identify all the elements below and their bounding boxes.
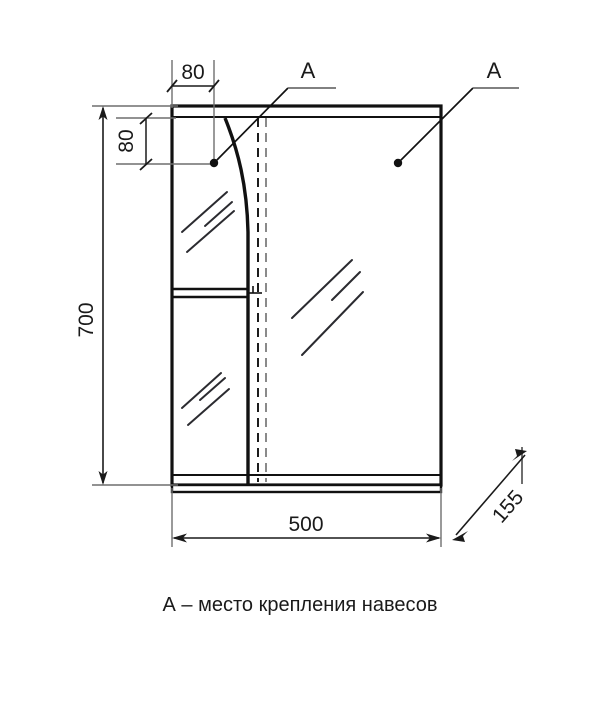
callout-a-right: А — [393, 58, 519, 168]
reflection-left-upper-1 — [181, 191, 228, 233]
reflection-left-lower-3 — [187, 388, 230, 426]
cabinet-outline — [170, 104, 443, 487]
dimension-mount-offset-x: 80 — [166, 60, 220, 164]
base-plinth — [170, 483, 443, 494]
callout-right-leader-line — [397, 87, 474, 164]
dimension-label-offsetx-80: 80 — [181, 61, 204, 84]
dimension-label-500: 500 — [288, 513, 323, 536]
drawing-caption: А – место крепления навесов — [163, 594, 438, 616]
reflection-right-3 — [301, 291, 364, 356]
callout-a-left: А — [209, 58, 336, 168]
callout-left-leader-line — [213, 87, 289, 164]
curved-door-edge — [223, 117, 250, 485]
tick-offsetx-left — [166, 79, 178, 93]
tick-offsetx-right — [208, 79, 220, 93]
arrowhead-depth-upper — [512, 449, 527, 461]
arrowhead-height-bottom — [98, 471, 108, 485]
dimension-width-500: 500 — [171, 488, 442, 547]
tick-offsety-top — [139, 112, 153, 125]
tick-offsety-bottom — [139, 158, 153, 171]
dimension-mount-offset-y: 80 — [115, 112, 216, 171]
callout-left-label: А — [301, 58, 316, 83]
internal-shelf — [173, 286, 262, 299]
callout-right-label: А — [487, 58, 502, 83]
reflection-left-upper-2 — [204, 201, 233, 227]
dimension-height-700: 700 — [75, 105, 178, 486]
reflection-right-2 — [331, 271, 361, 301]
reflection-left-lower-1 — [181, 372, 222, 409]
door-curve-profile — [223, 117, 250, 485]
dimension-label-700: 700 — [75, 302, 98, 337]
reflection-left-upper-3 — [186, 210, 235, 253]
dimension-label-offsety-80: 80 — [115, 129, 138, 152]
hidden-edges-group — [257, 118, 267, 482]
reflection-left-lower-2 — [199, 377, 226, 401]
arrowhead-width-left — [172, 533, 187, 543]
arrowhead-height-top — [98, 106, 108, 120]
cabinet-body — [170, 104, 443, 494]
arrowhead-width-right — [426, 533, 441, 543]
arrowhead-depth-lower — [452, 531, 468, 542]
dim-line-depth — [455, 454, 526, 536]
glass-reflections-group — [181, 191, 364, 426]
reflection-right-1 — [291, 259, 353, 319]
